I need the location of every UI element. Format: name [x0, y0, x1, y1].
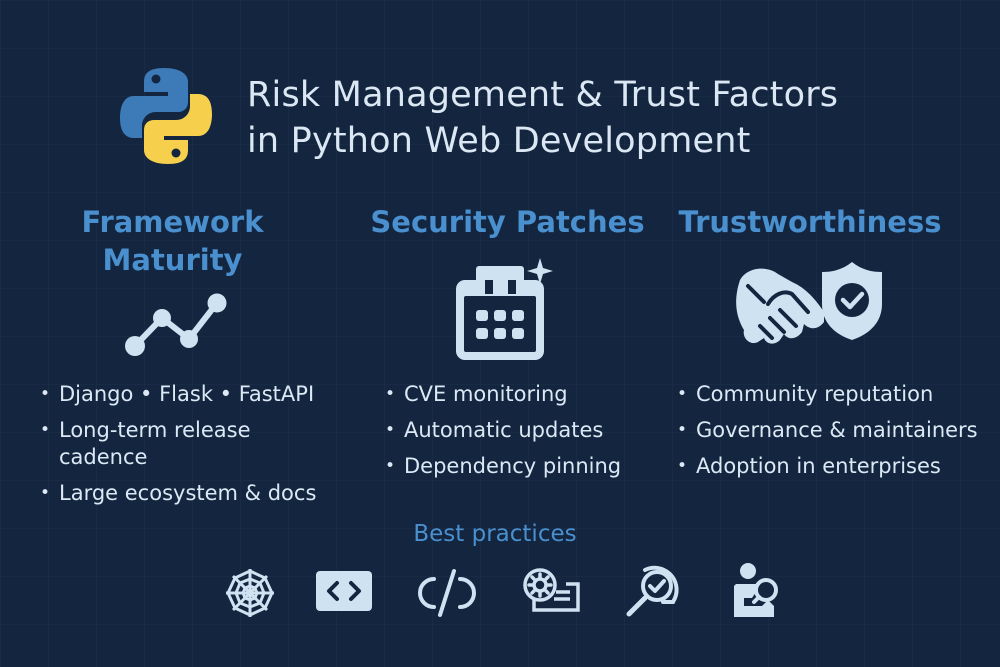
code-brackets-icon [315, 570, 373, 612]
list-item: Automatic updates [385, 417, 665, 444]
security-patches-list: CVE monitoring Automatic updates Depende… [385, 381, 665, 489]
calendar-sparkle-icon [452, 258, 562, 364]
heading-line-1: Framework [81, 205, 264, 239]
heading-line-1: Trustworthiness [678, 205, 942, 239]
framework-maturity-heading: Framework Maturity [60, 203, 285, 279]
trustworthiness-list: Community reputation Governance & mainta… [677, 381, 997, 489]
list-item: Adoption in enterprises [677, 453, 997, 480]
best-practices-label: Best practices [413, 521, 577, 547]
gear-document-icon [520, 566, 584, 618]
list-item: Django • Flask • FastAPI [40, 381, 340, 408]
list-item: Long-term release cadence [40, 417, 279, 471]
spider-web-icon [223, 566, 277, 620]
python-logo-icon [118, 66, 214, 166]
list-item: Governance & maintainers [677, 417, 997, 444]
heading-line-1: Security Patches [370, 205, 645, 239]
page-title: Risk Management & Trust Factors in Pytho… [247, 72, 838, 164]
trustworthiness-heading: Trustworthiness [670, 203, 950, 241]
security-patches-heading: Security Patches [360, 203, 655, 241]
title-line-2: in Python Web Development [247, 121, 751, 161]
person-magnifier-icon [730, 562, 782, 620]
heading-line-2: Maturity [102, 243, 243, 277]
code-slash-icon [414, 567, 480, 619]
line-chart-icon [118, 290, 233, 360]
framework-maturity-list: Django • Flask • FastAPI Long-term relea… [40, 381, 340, 516]
search-check-icon [623, 562, 683, 620]
list-item: Community reputation [677, 381, 997, 408]
list-item: Large ecosystem & docs [40, 480, 340, 507]
list-item: Dependency pinning [385, 453, 665, 480]
title-line-1: Risk Management & Trust Factors [247, 75, 839, 115]
list-item: CVE monitoring [385, 381, 665, 408]
handshake-shield-icon [730, 260, 885, 362]
